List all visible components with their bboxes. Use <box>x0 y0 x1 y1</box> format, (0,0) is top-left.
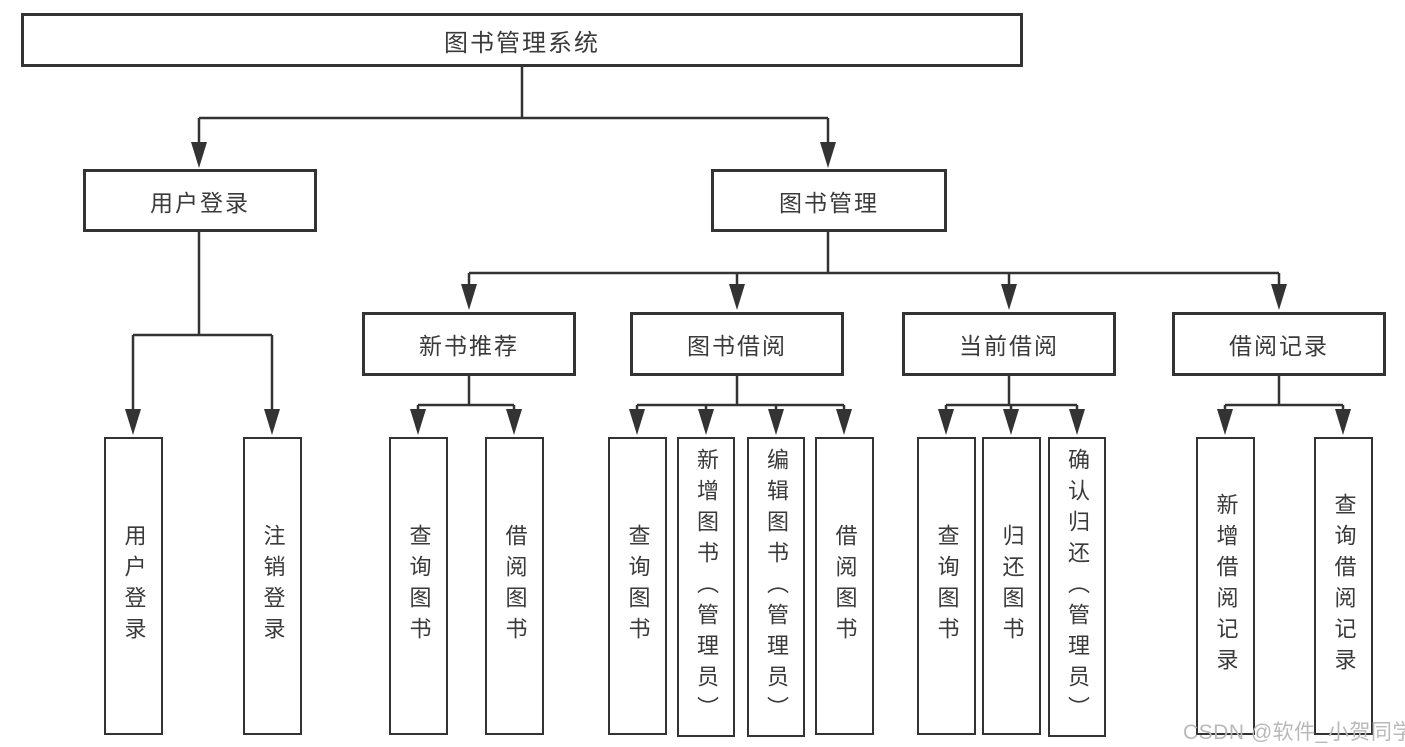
leaf-user-login: 用户登录 <box>104 437 163 735</box>
node-label: 新书推荐 <box>419 333 519 359</box>
csdn-watermark: CSDN @软件_小贺同学 <box>1183 721 1405 744</box>
leaf-label: 新增借阅记录 <box>1213 493 1239 679</box>
leaf-label: 编辑图书（管理员） <box>764 447 789 727</box>
leaf-label: 查询借阅记录 <box>1331 493 1357 679</box>
leaf-label: 查询图书 <box>406 524 432 648</box>
node-label: 图书管理系统 <box>444 29 600 57</box>
node-label: 当前借阅 <box>959 333 1059 359</box>
node-label: 图书管理 <box>779 189 879 216</box>
leaf-query-books-borrow: 查询图书 <box>608 437 667 735</box>
arrow-down-icon <box>1003 409 1019 435</box>
leaf-label: 查询图书 <box>625 524 651 648</box>
leaf-label: 确认归还（管理员） <box>1065 447 1090 727</box>
leaf-query-borrow-record: 查询借阅记录 <box>1314 437 1373 735</box>
leaf-query-books-current: 查询图书 <box>917 437 976 735</box>
leaf-label: 借阅图书 <box>832 524 858 648</box>
leaf-label: 新增图书（管理员） <box>694 447 719 727</box>
arrow-down-icon <box>1217 409 1233 435</box>
arrow-down-icon <box>125 409 141 435</box>
leaf-add-borrow-record: 新增借阅记录 <box>1196 437 1255 735</box>
arrow-down-icon <box>1069 409 1085 435</box>
arrowheads <box>125 142 1351 435</box>
arrow-down-icon <box>768 409 784 435</box>
connector-paths <box>131 67 1345 412</box>
leaf-label: 归还图书 <box>999 524 1025 648</box>
node-library-management-system: 图书管理系统 <box>21 13 1023 67</box>
node-book-borrow: 图书借阅 <box>630 312 844 376</box>
node-borrow-record: 借阅记录 <box>1172 312 1386 376</box>
leaf-query-books-recommend: 查询图书 <box>389 437 448 735</box>
arrow-down-icon <box>820 142 836 168</box>
leaf-borrow-books-recommend: 借阅图书 <box>485 437 544 735</box>
node-label: 图书借阅 <box>687 333 787 359</box>
arrow-down-icon <box>264 409 280 435</box>
leaf-add-books-admin: 新增图书（管理员） <box>677 437 735 737</box>
arrow-down-icon <box>410 409 426 435</box>
arrow-down-icon <box>506 409 522 435</box>
arrow-down-icon <box>729 284 745 310</box>
arrow-down-icon <box>461 284 477 310</box>
leaf-label: 借阅图书 <box>502 524 528 648</box>
arrow-down-icon <box>629 409 645 435</box>
leaf-logout: 注销登录 <box>243 437 302 735</box>
arrow-down-icon <box>1001 284 1017 310</box>
node-new-book-recommend: 新书推荐 <box>362 312 576 376</box>
node-label: 借阅记录 <box>1229 333 1329 359</box>
arrow-down-icon <box>191 142 207 168</box>
leaf-confirm-return-admin: 确认归还（管理员） <box>1048 437 1106 737</box>
leaf-label: 注销登录 <box>260 524 286 648</box>
arrow-down-icon <box>698 409 714 435</box>
arrow-down-icon <box>1271 284 1287 310</box>
leaf-edit-books-admin: 编辑图书（管理员） <box>747 437 805 737</box>
node-user-login: 用户登录 <box>83 169 317 232</box>
leaf-label: 用户登录 <box>121 524 147 648</box>
arrow-down-icon <box>1335 409 1351 435</box>
arrow-down-icon <box>938 409 954 435</box>
leaf-label: 查询图书 <box>934 524 960 648</box>
leaf-return-books: 归还图书 <box>982 437 1041 735</box>
node-book-management: 图书管理 <box>711 169 947 232</box>
node-current-borrow: 当前借阅 <box>902 312 1116 376</box>
leaf-borrow-books: 借阅图书 <box>815 437 874 735</box>
arrow-down-icon <box>836 409 852 435</box>
node-label: 用户登录 <box>150 189 250 216</box>
